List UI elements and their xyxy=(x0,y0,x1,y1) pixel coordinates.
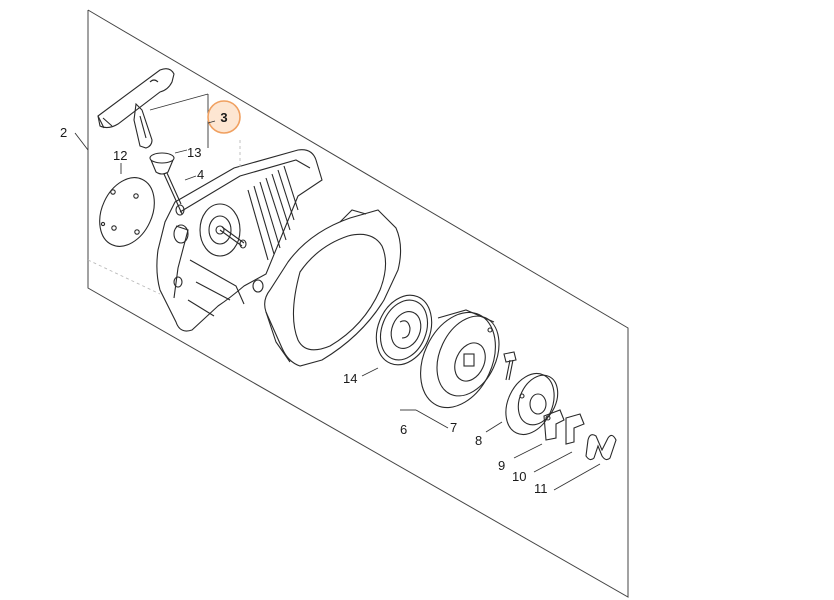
label-part-4: 4 xyxy=(197,167,204,182)
label-part-7: 7 xyxy=(450,420,457,435)
label-part-14: 14 xyxy=(343,371,357,386)
part-3-starter-handle[interactable] xyxy=(97,68,209,149)
part-12-plate[interactable] xyxy=(89,163,165,255)
part-labels: 2 12 13 4 14 6 7 8 9 10 11 xyxy=(60,125,548,496)
part-11-spring-clip[interactable] xyxy=(553,434,617,491)
label-part-9: 9 xyxy=(498,458,505,473)
part-6-7-rope-rotor[interactable] xyxy=(400,300,511,429)
part-13-grommet[interactable] xyxy=(149,149,188,175)
inner-cover[interactable] xyxy=(264,209,402,367)
label-part-11: 11 xyxy=(534,481,548,496)
label-part-3: 3 xyxy=(220,110,227,125)
part-14-rewind-spring[interactable] xyxy=(361,287,442,377)
assembly-frame xyxy=(74,9,629,598)
label-part-6: 6 xyxy=(400,422,407,437)
label-part-10: 10 xyxy=(512,469,526,484)
part-4-starter-rope[interactable] xyxy=(163,172,197,206)
callout-part-3[interactable]: 3 xyxy=(207,100,241,134)
label-part-2: 2 xyxy=(60,125,67,140)
part-10-pawls[interactable] xyxy=(533,409,585,473)
label-part-13: 13 xyxy=(187,145,201,160)
label-part-12: 12 xyxy=(113,148,127,163)
reference-dashes xyxy=(87,140,241,295)
part-2-fan-housing[interactable] xyxy=(156,149,323,332)
label-part-8: 8 xyxy=(475,433,482,448)
part-8-screw[interactable] xyxy=(485,351,517,433)
